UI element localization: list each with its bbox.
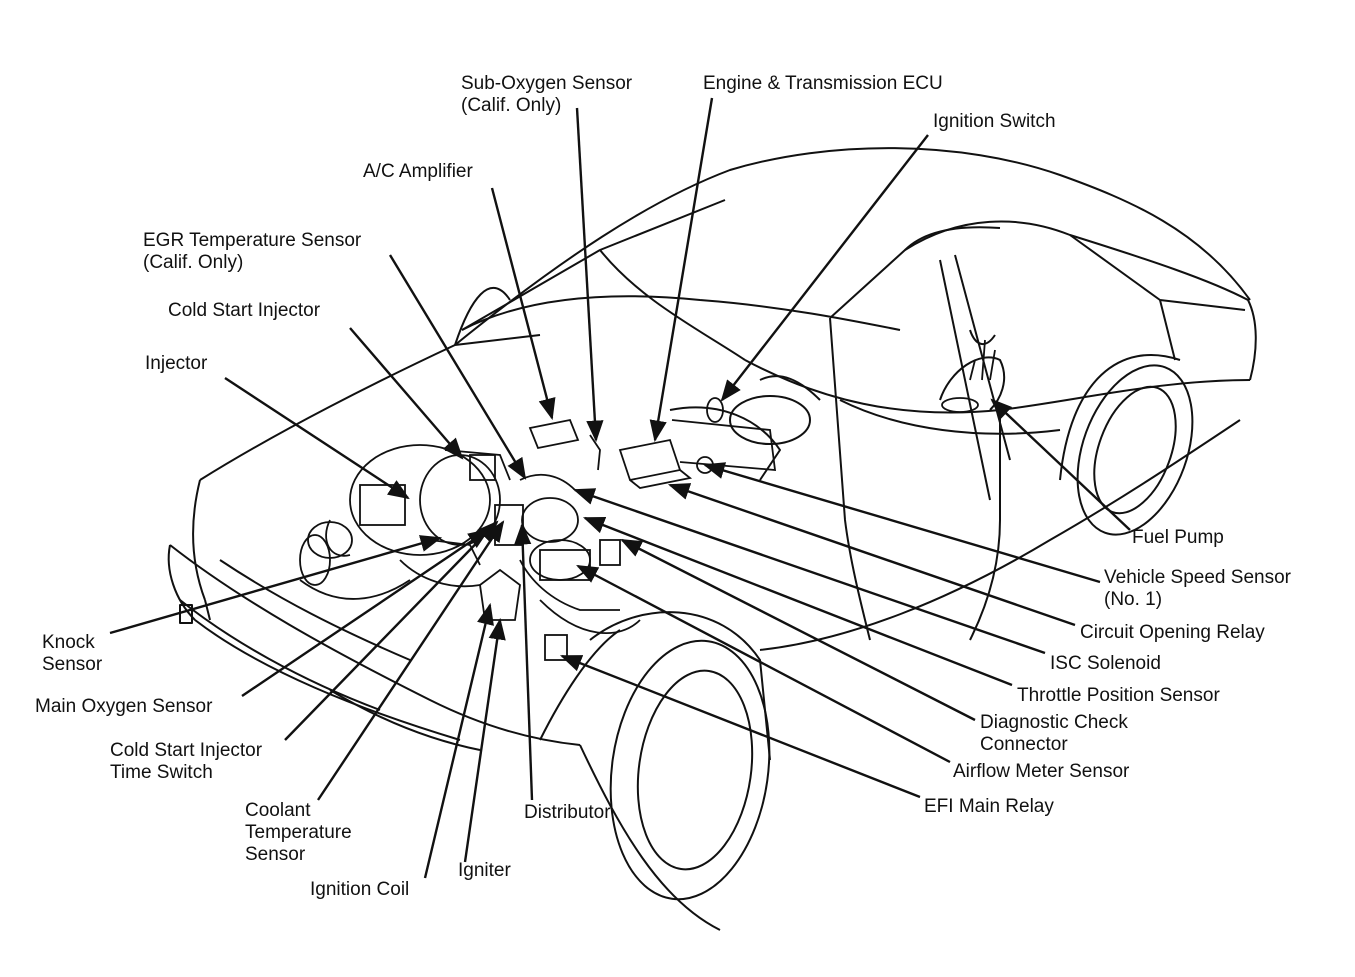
- label-line: Diagnostic Check: [980, 712, 1128, 733]
- label-line: Connector: [980, 734, 1068, 755]
- label-airflow-meter-sensor: Airflow Meter Sensor: [953, 761, 1129, 783]
- label-line: Coolant: [245, 800, 311, 821]
- leader-circuit-opening-relay: [667, 483, 1076, 627]
- leader-airflow-meter-sensor: [576, 564, 951, 764]
- label-line: Distributor: [524, 802, 611, 823]
- leader-isc-solenoid: [572, 488, 1046, 655]
- label-line: Sensor: [245, 844, 306, 865]
- engine-bay: [299, 339, 996, 661]
- leader-efi-main-relay: [559, 654, 921, 799]
- label-line: Vehicle Speed Sensor: [1104, 567, 1291, 588]
- label-igniter: Igniter: [458, 860, 511, 882]
- label-fuel-pump: Fuel Pump: [1132, 527, 1224, 549]
- label-line: A/C Amplifier: [363, 161, 473, 182]
- leader-sub-oxygen-sensor: [575, 107, 604, 443]
- car-body: [167, 147, 1257, 931]
- label-sub-oxygen-sensor: Sub-Oxygen Sensor (Calif. Only): [461, 73, 632, 117]
- label-line: Sensor: [42, 654, 103, 675]
- leader-main-oxygen-sensor: [241, 528, 490, 697]
- leader-distributor: [514, 522, 534, 801]
- leader-fuel-pump: [990, 398, 1131, 531]
- leader-knock-sensor: [109, 535, 443, 635]
- label-line: Temperature: [245, 822, 352, 843]
- label-line: EFI Main Relay: [924, 796, 1054, 817]
- leader-throttle-position-sensor: [582, 516, 1013, 687]
- leader-ignition-coil: [423, 602, 494, 879]
- label-knock-sensor: Knock Sensor: [42, 632, 102, 676]
- leader-vehicle-speed-sensor: [702, 462, 1101, 584]
- label-ignition-coil: Ignition Coil: [310, 879, 409, 901]
- leader-coolant-temperature-sensor: [317, 520, 505, 801]
- label-efi-main-relay: EFI Main Relay: [924, 796, 1054, 818]
- label-vehicle-speed-sensor: Vehicle Speed Sensor (No. 1): [1104, 567, 1291, 611]
- label-egr-temperature-sensor: EGR Temperature Sensor (Calif. Only): [143, 230, 361, 274]
- label-injector: Injector: [145, 353, 207, 375]
- label-ac-amplifier: A/C Amplifier: [363, 161, 473, 183]
- label-line: Time Switch: [110, 762, 213, 783]
- label-diagnostic-check-connector: Diagnostic Check Connector: [980, 712, 1128, 756]
- label-cold-start-injector-time-switch: Cold Start Injector Time Switch: [110, 740, 262, 784]
- leader-cold-start-injector: [349, 327, 464, 460]
- label-line: Igniter: [458, 860, 511, 881]
- leader-lines: [109, 97, 1131, 879]
- label-line: (Calif. Only): [143, 252, 244, 273]
- label-line: Injector: [145, 353, 208, 374]
- leader-cold-start-injector-time-switch: [284, 520, 499, 741]
- label-isc-solenoid: ISC Solenoid: [1050, 653, 1161, 675]
- label-line: EGR Temperature Sensor: [143, 230, 362, 251]
- leader-injector: [224, 376, 410, 500]
- label-ignition-switch: Ignition Switch: [933, 111, 1056, 133]
- label-line: Cold Start Injector: [168, 300, 321, 321]
- leader-ignition-switch: [720, 134, 929, 402]
- label-main-oxygen-sensor: Main Oxygen Sensor: [35, 696, 212, 718]
- label-line: Ignition Switch: [933, 111, 1056, 132]
- label-line: (No. 1): [1104, 589, 1163, 610]
- label-line: Fuel Pump: [1132, 527, 1224, 548]
- label-line: Ignition Coil: [310, 879, 410, 900]
- label-line: ISC Solenoid: [1050, 653, 1161, 674]
- label-line: Main Oxygen Sensor: [35, 696, 213, 717]
- label-line: Circuit Opening Relay: [1080, 622, 1265, 643]
- label-cold-start-injector: Cold Start Injector: [168, 300, 320, 322]
- label-line: Airflow Meter Sensor: [953, 761, 1130, 782]
- label-line: (Calif. Only): [461, 95, 562, 116]
- label-line: Knock: [42, 632, 95, 653]
- leader-igniter: [463, 617, 506, 863]
- label-line: Engine & Transmission ECU: [703, 73, 943, 94]
- label-throttle-position-sensor: Throttle Position Sensor: [1017, 685, 1220, 707]
- label-line: Throttle Position Sensor: [1017, 685, 1220, 706]
- leader-egr-temperature-sensor: [388, 254, 527, 480]
- leader-diagnostic-check-connector: [620, 538, 976, 722]
- label-circuit-opening-relay: Circuit Opening Relay: [1080, 622, 1265, 644]
- label-line: Cold Start Injector: [110, 740, 263, 761]
- leader-engine-transmission-ecu: [649, 97, 714, 443]
- label-line: Sub-Oxygen Sensor: [461, 73, 633, 94]
- label-coolant-temperature-sensor: Coolant Temperature Sensor: [245, 800, 352, 866]
- leader-ac-amplifier: [490, 187, 556, 421]
- label-distributor: Distributor: [524, 802, 611, 824]
- label-engine-transmission-ecu: Engine & Transmission ECU: [703, 73, 943, 95]
